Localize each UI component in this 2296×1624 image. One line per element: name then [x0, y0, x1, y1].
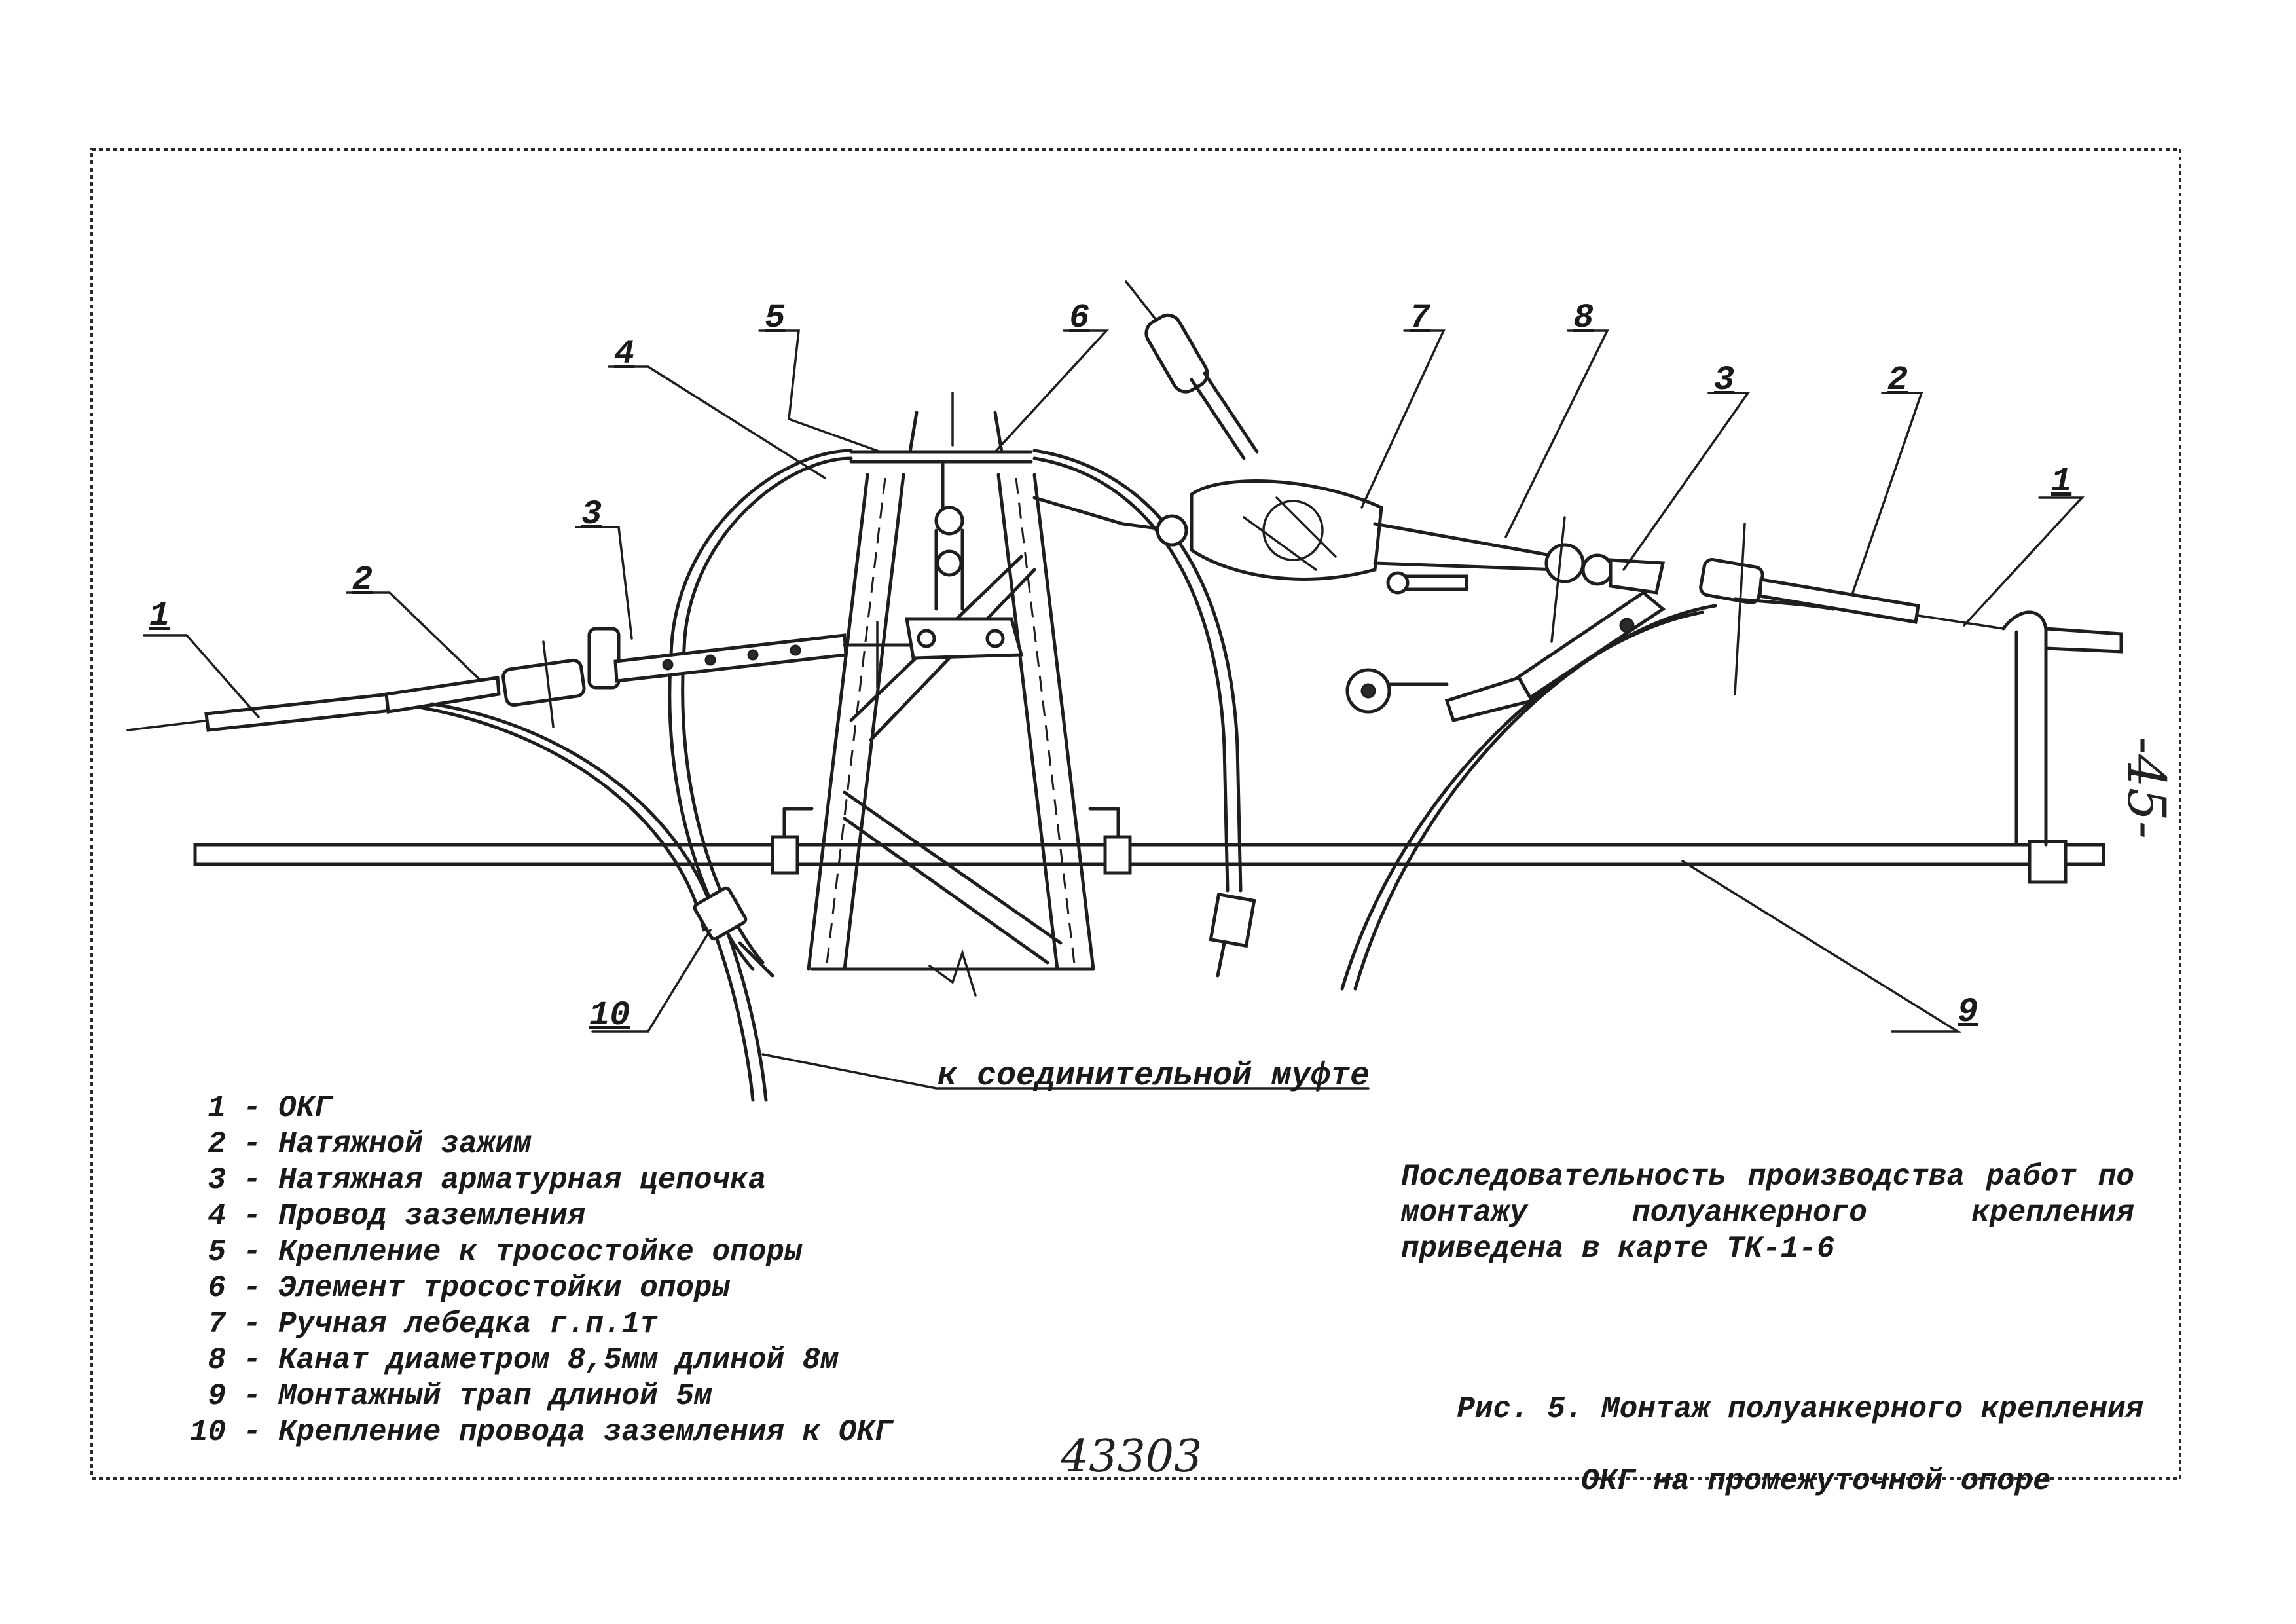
legend-item-dash: -: [243, 1379, 261, 1413]
legend-item-dash: -: [243, 1091, 261, 1125]
legend-item: 1-ОКГ: [147, 1090, 893, 1126]
legend-item-dash: -: [243, 1127, 261, 1161]
callout-1-left: 1: [149, 597, 170, 635]
legend-item-text: ОКГ: [278, 1091, 333, 1125]
legend-item-dash: -: [243, 1235, 261, 1269]
connector-sleeve-label: к соединительной муфте: [938, 1058, 1370, 1095]
callout-8: 8: [1573, 299, 1594, 337]
legend-item: 5-Крепление к тросостойке опоры: [147, 1234, 893, 1270]
callout-6: 6: [1069, 299, 1090, 337]
callout-2-right: 2: [1887, 361, 1908, 399]
legend-item-dash: -: [243, 1307, 261, 1341]
figure-caption-line1: Рис. 5. Монтаж полуанкерного крепления: [1457, 1392, 2144, 1426]
left-span: [126, 621, 912, 1102]
legend-item-number: 6: [208, 1271, 226, 1305]
legend-item-dash: -: [243, 1271, 261, 1305]
legend-item-number: 7: [208, 1307, 226, 1341]
legend-item: 10-Крепление провода заземления к ОКГ: [147, 1414, 893, 1450]
legend-item-dash: -: [243, 1343, 261, 1377]
callout-7: 7: [1410, 299, 1430, 337]
legend-item-number: 3: [208, 1163, 226, 1197]
legend-item-number: 9: [208, 1379, 226, 1413]
legend-item-text: Элемент тросостойки опоры: [278, 1271, 731, 1305]
legend-item-dash: -: [243, 1199, 261, 1233]
legend-item-text: Монтажный трап длиной 5м: [278, 1379, 712, 1413]
handwritten-stamp: 43303: [1061, 1431, 1203, 1483]
page-number: -45-: [2116, 737, 2177, 839]
legend-item: 7-Ручная лебедка г.п.1т: [147, 1306, 893, 1342]
legend-item: 9-Монтажный трап длиной 5м: [147, 1378, 893, 1414]
legend-item-text: Ручная лебедка г.п.1т: [278, 1307, 658, 1341]
mounting-ladder: [193, 807, 2105, 884]
legend-item-text: Крепление к тросостойке опоры: [278, 1235, 803, 1269]
legend-item-dash: -: [243, 1415, 261, 1449]
legend-item: 3-Натяжная арматурная цепочка: [147, 1162, 893, 1198]
right-span: [1032, 280, 2123, 991]
legend-item-text: Натяжная арматурная цепочка: [278, 1163, 767, 1197]
callout-9: 9: [1958, 993, 1978, 1031]
legend-item-number: 5: [208, 1235, 226, 1269]
legend-item-text: Натяжной зажим: [278, 1127, 532, 1161]
legend-item: 2-Натяжной зажим: [147, 1126, 893, 1162]
tower-body: [807, 392, 1095, 997]
callout-2-left: 2: [352, 561, 373, 599]
legend-item-number: 1: [208, 1091, 226, 1125]
callout-3-left: 3: [581, 495, 602, 534]
legend-item: 8-Канат диаметром 8,5мм длиной 8м: [147, 1342, 893, 1378]
legend-item-text: Крепление провода заземления к ОКГ: [278, 1415, 893, 1449]
legend-item-text: Канат диаметром 8,5мм длиной 8м: [278, 1343, 839, 1377]
callout-1-right: 1: [2051, 462, 2072, 501]
leader-lines: [143, 329, 2085, 1090]
legend-item-number: 10: [189, 1415, 226, 1449]
ground-wire: [668, 449, 1256, 978]
legend-item-number: 8: [208, 1343, 226, 1377]
callout-3-right: 3: [1714, 361, 1735, 399]
legend-item: 6-Элемент тросостойки опоры: [147, 1270, 893, 1306]
sheet-border: [90, 148, 2181, 1480]
figure-caption: Рис. 5. Монтаж полуанкерного крепления О…: [1421, 1356, 2143, 1536]
legend-item-dash: -: [243, 1163, 261, 1197]
callout-4: 4: [614, 335, 635, 373]
legend-item-number: 4: [208, 1199, 226, 1233]
figure-caption-line2: ОКГ на промежуточной опоре: [1581, 1464, 2051, 1498]
legend-item-number: 2: [208, 1127, 226, 1161]
procedure-note: Последовательность производства работ по…: [1401, 1160, 2134, 1266]
legend-item-text: Провод заземления: [278, 1199, 586, 1233]
callout-5: 5: [765, 299, 786, 337]
callout-10: 10: [589, 996, 630, 1035]
legend-item: 4-Провод заземления: [147, 1198, 893, 1234]
